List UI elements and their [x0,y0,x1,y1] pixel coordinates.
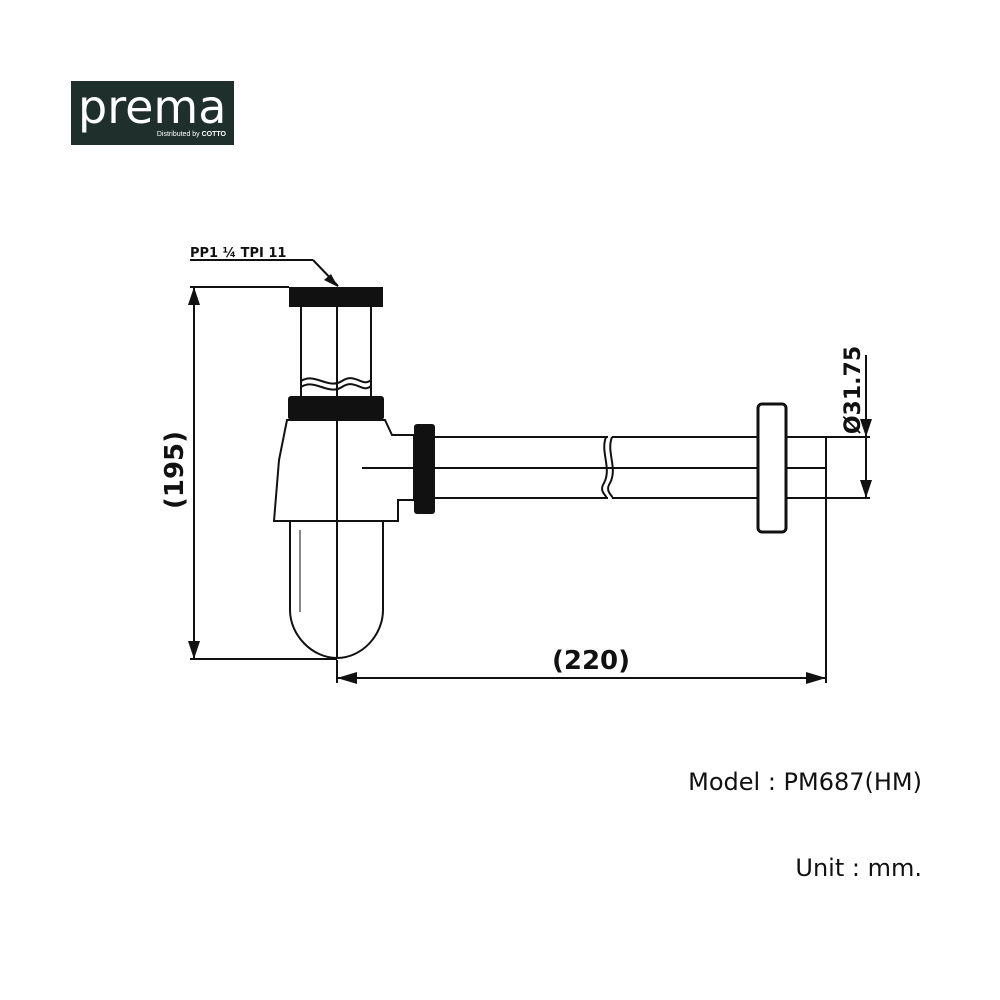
thread-callout-leader [190,259,339,287]
logo-distributor-text: Distributed by COTTO [156,131,226,138]
thread-label: PP1 ¼ TPI 11 [190,246,286,261]
model-number: Model : PM687(HM) [688,768,922,796]
upper-tube [300,287,372,658]
diameter-dimension-label: Ø31.75 [841,346,866,434]
length-dimension-line [336,437,827,684]
logo-brand-text: prema [78,80,227,134]
coupling-nut [288,396,384,420]
wall-flange [756,402,788,534]
unit-label: Unit : mm. [795,854,922,882]
height-dimension-label: (195) [160,431,190,509]
trap-body [272,419,415,522]
diameter-dimension-line [826,355,872,499]
prema-logo: prema Distributed by COTTO [71,81,234,145]
height-dimension-line [188,286,337,660]
outlet-pipe [362,436,826,499]
length-dimension-label: (220) [552,646,630,676]
